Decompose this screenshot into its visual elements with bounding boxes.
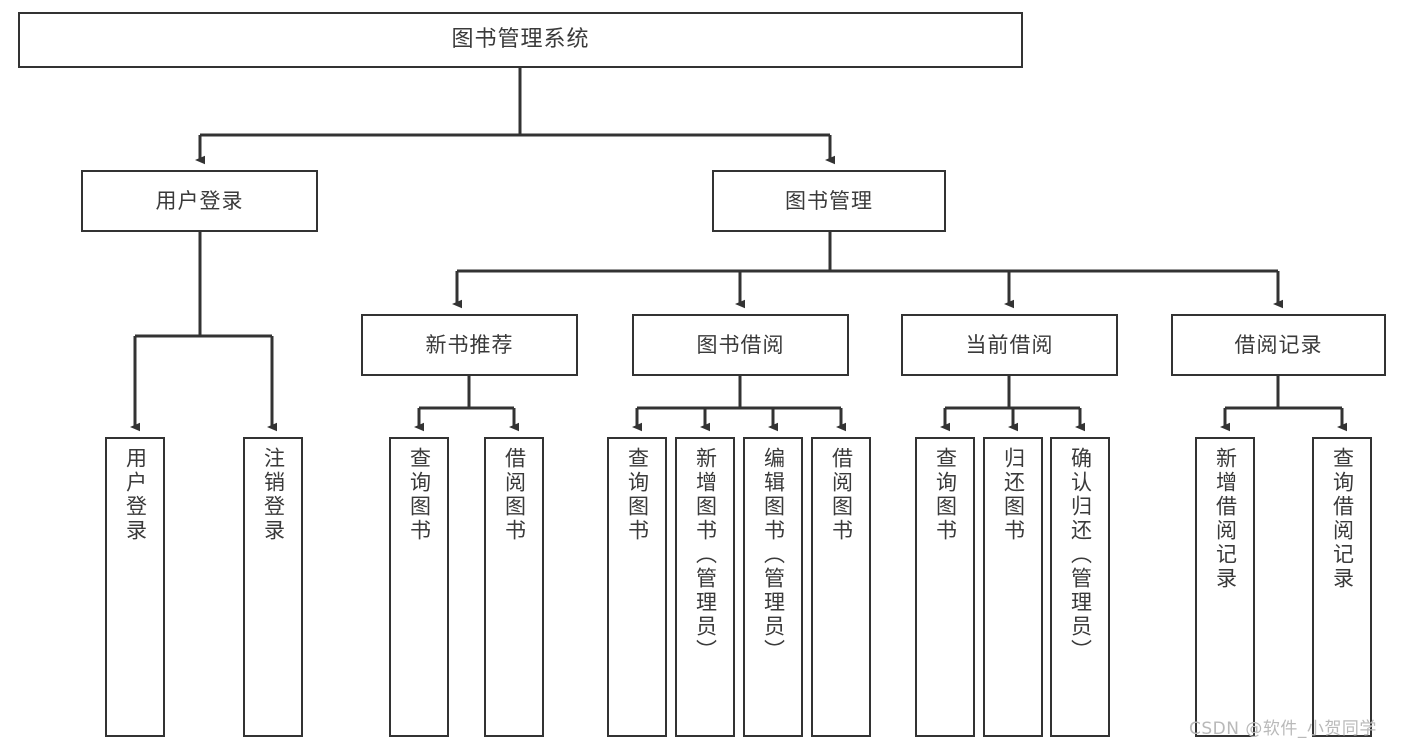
node-label: 借阅图书 (829, 447, 854, 543)
leaf-logout-login[interactable]: 注销登录 (243, 437, 303, 737)
node-label: 用户登录 (155, 188, 244, 213)
node-label: 查询图书 (933, 447, 958, 543)
node-label: 图书借阅 (696, 332, 785, 357)
node-book-borrowing[interactable]: 图书借阅 (632, 314, 849, 376)
leaf-add-book-admin[interactable]: 新增图书（管理员） (675, 437, 735, 737)
node-label: 当前借阅 (965, 332, 1054, 357)
leaf-borrow-book-new-rec[interactable]: 借阅图书 (484, 437, 544, 737)
leaf-query-book-current[interactable]: 查询图书 (915, 437, 975, 737)
node-label: 新书推荐 (425, 332, 514, 357)
node-label: 图书管理 (785, 188, 873, 213)
node-label: 确认归还（管理员） (1068, 447, 1093, 663)
node-label: 新增借阅记录 (1213, 447, 1238, 591)
node-label: 查询图书 (407, 447, 432, 543)
node-label: 图书管理系统 (451, 27, 590, 53)
node-label: 借阅记录 (1234, 332, 1323, 357)
node-label: 查询图书 (625, 447, 650, 543)
leaf-return-book[interactable]: 归还图书 (983, 437, 1043, 737)
node-label: 注销登录 (261, 447, 286, 543)
leaf-confirm-return-admin[interactable]: 确认归还（管理员） (1050, 437, 1110, 737)
leaf-query-book-borrow[interactable]: 查询图书 (607, 437, 667, 737)
watermark-text: CSDN @软件_小贺同学 (1189, 719, 1377, 739)
node-book-management-system[interactable]: 图书管理系统 (18, 12, 1023, 68)
leaf-query-book-new-rec[interactable]: 查询图书 (389, 437, 449, 737)
node-borrowing-record[interactable]: 借阅记录 (1171, 314, 1386, 376)
leaf-add-borrow-record[interactable]: 新增借阅记录 (1195, 437, 1255, 737)
node-label: 新增图书（管理员） (693, 447, 718, 663)
node-label: 查询借阅记录 (1330, 447, 1355, 591)
leaf-edit-book-admin[interactable]: 编辑图书（管理员） (743, 437, 803, 737)
node-user-login[interactable]: 用户登录 (81, 170, 318, 232)
node-label: 用户登录 (123, 447, 148, 543)
node-label: 借阅图书 (502, 447, 527, 543)
node-current-borrowing[interactable]: 当前借阅 (901, 314, 1118, 376)
leaf-query-borrow-record[interactable]: 查询借阅记录 (1312, 437, 1372, 737)
leaf-user-login[interactable]: 用户登录 (105, 437, 165, 737)
node-book-management[interactable]: 图书管理 (712, 170, 946, 232)
node-label: 编辑图书（管理员） (761, 447, 786, 663)
leaf-borrow-book-borrow[interactable]: 借阅图书 (811, 437, 871, 737)
node-label: 归还图书 (1001, 447, 1026, 543)
node-new-book-recommendation[interactable]: 新书推荐 (361, 314, 578, 376)
